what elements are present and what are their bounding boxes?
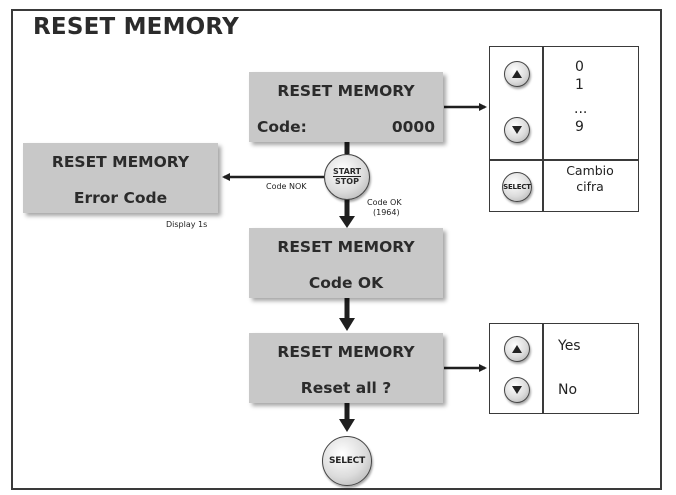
screen-line-2: Reset all ? (300, 379, 392, 397)
arrow-down-icon (504, 117, 530, 143)
screen-code-entry: RESET MEMORY Code: 0000 (249, 72, 443, 142)
select-action-line-2: cifra (576, 179, 604, 194)
select-action-line-1: Cambio (566, 163, 614, 178)
arrow-up-icon (504, 61, 530, 87)
digit-value: 1 (575, 77, 584, 93)
start-stop-button-icon: START STOP (324, 154, 370, 200)
yes-label: Yes (558, 338, 581, 354)
digit-key-table: SELECT 0 1 ... 9 Cambio cifra (489, 46, 639, 212)
screen-code-ok: RESET MEMORY Code OK (249, 228, 443, 298)
page-title: RESET MEMORY (33, 14, 239, 40)
arrow-ok-to-reset-head (339, 318, 355, 331)
screen-line-2: Error Code (73, 189, 168, 207)
digit-value: 9 (575, 119, 584, 135)
stop-label: STOP (335, 177, 359, 186)
diagram-frame (11, 9, 662, 490)
code-ok-value-label: (1964) (373, 208, 400, 217)
select-button-label: SELECT (328, 456, 366, 466)
screen-line-1: RESET MEMORY (277, 343, 415, 361)
code-nok-label: Code NOK (266, 182, 307, 191)
arrow-code-ok-head (339, 216, 355, 228)
display-time-label: Display 1s (166, 220, 208, 229)
digit-value: 0 (575, 59, 584, 75)
code-value: 0000 (391, 118, 435, 136)
no-label: No (558, 382, 578, 398)
screen-line-1: RESET MEMORY (277, 82, 415, 100)
arrow-reset-to-select-head (339, 419, 355, 432)
screen-line-1: RESET MEMORY (51, 153, 190, 171)
arrow-up-icon (504, 336, 530, 362)
screen-line-1: RESET MEMORY (277, 238, 415, 256)
select-button-icon: SELECT (502, 172, 532, 202)
code-label: Code: (257, 118, 307, 136)
arrow-down-icon (504, 377, 530, 403)
select-button-label: SELECT (503, 183, 531, 191)
select-button-icon: SELECT (322, 436, 372, 486)
digit-ellipsis: ... (574, 101, 588, 117)
start-label: START (332, 167, 362, 177)
code-ok-label: Code OK (367, 198, 402, 207)
screen-reset-all: RESET MEMORY Reset all ? (249, 333, 443, 403)
confirm-key-table: Yes No (489, 323, 639, 414)
screen-line-2: Code OK (308, 274, 384, 292)
screen-error-code: RESET MEMORY Error Code (23, 143, 218, 213)
